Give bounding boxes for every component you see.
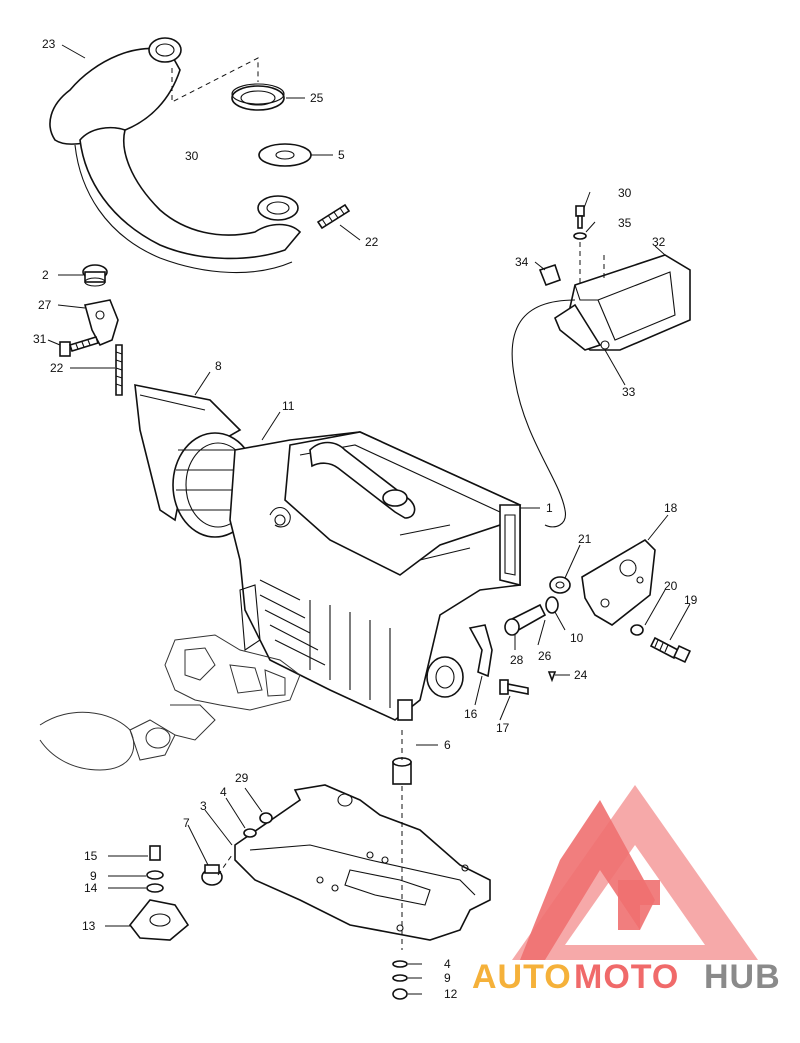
- callout-8: 8: [215, 359, 222, 373]
- callout-31: 31: [33, 332, 47, 346]
- callout-10: 10: [570, 631, 584, 645]
- callout-19: 19: [684, 593, 698, 607]
- engine-assembly: [134, 384, 522, 721]
- small-bolt-part: [573, 205, 587, 240]
- washer-10-part: [545, 596, 559, 614]
- callout-13: 13: [82, 919, 96, 933]
- callout-20: 20: [664, 579, 678, 593]
- washer-4-lower-part: [392, 960, 408, 968]
- clamp-ring-part: [231, 83, 285, 111]
- callout-27: 27: [38, 298, 52, 312]
- callout-30-upper: 30: [185, 149, 199, 163]
- callout-12: 12: [444, 987, 458, 1001]
- bracket-part: [83, 299, 119, 347]
- callout-15: 15: [84, 849, 98, 863]
- callout-28: 28: [510, 653, 524, 667]
- watermark-hub: HUB: [704, 958, 781, 996]
- callout-1: 1: [546, 501, 553, 515]
- spring-upper-part: [316, 203, 351, 230]
- pin-24-part: [547, 671, 557, 683]
- mount-bracket-part: [581, 538, 656, 626]
- callout-3: 3: [200, 799, 207, 813]
- callout-30-right: 30: [618, 186, 632, 200]
- callout-5: 5: [338, 148, 345, 162]
- callout-16: 16: [464, 707, 478, 721]
- watermark-moto: MOTO: [574, 958, 679, 996]
- callout-7: 7: [183, 816, 190, 830]
- callout-24: 24: [574, 668, 588, 682]
- clip-16-part: [468, 624, 493, 678]
- callout-2: 2: [42, 268, 49, 282]
- cap-part: [82, 264, 108, 287]
- callout-9-lower: 9: [444, 971, 451, 985]
- callout-22-lower: 22: [50, 361, 64, 375]
- watermark-auto: AUTO: [472, 958, 572, 996]
- washer-9-lower-part: [392, 974, 408, 982]
- callout-6: 6: [444, 738, 451, 752]
- watermark-logo-icon: [512, 785, 758, 960]
- callout-35: 35: [618, 216, 632, 230]
- callout-23: 23: [42, 37, 56, 51]
- callout-4-lower: 4: [444, 957, 451, 971]
- callout-21: 21: [578, 532, 592, 546]
- nut-part: [549, 576, 571, 594]
- engine-mount-13-part: [128, 845, 190, 941]
- spring-lower-part: [115, 344, 123, 396]
- bolt-19-part: [649, 636, 692, 664]
- callout-4-upper: 4: [220, 785, 227, 799]
- callout-9-left: 9: [90, 869, 97, 883]
- callout-29: 29: [235, 771, 249, 785]
- bolt-17-part: [499, 679, 529, 695]
- callout-11: 11: [282, 399, 295, 413]
- exhaust-manifold-part: [39, 634, 301, 771]
- callout-17: 17: [496, 721, 510, 735]
- callout-14: 14: [84, 881, 98, 895]
- nut-29-part: [259, 812, 273, 824]
- callout-25: 25: [310, 91, 324, 105]
- washer-4-upper-part: [243, 828, 257, 838]
- washer-20-part: [630, 624, 644, 636]
- callout-34: 34: [515, 255, 529, 269]
- intake-bracket-part: [554, 254, 691, 351]
- muffler-assembly: [49, 37, 302, 274]
- grommet-7-part: [201, 864, 223, 886]
- callout-18: 18: [664, 501, 678, 515]
- callout-32: 32: [652, 235, 666, 249]
- spacer-part: [504, 603, 547, 636]
- callout-33: 33: [622, 385, 636, 399]
- rubber-washer-part: [258, 143, 312, 167]
- callout-26: 26: [538, 649, 552, 663]
- engine-support-plate-part: [234, 784, 491, 941]
- bolt-part: [59, 336, 100, 357]
- callout-22-upper: 22: [365, 235, 379, 249]
- nut-12-part: [392, 988, 408, 1000]
